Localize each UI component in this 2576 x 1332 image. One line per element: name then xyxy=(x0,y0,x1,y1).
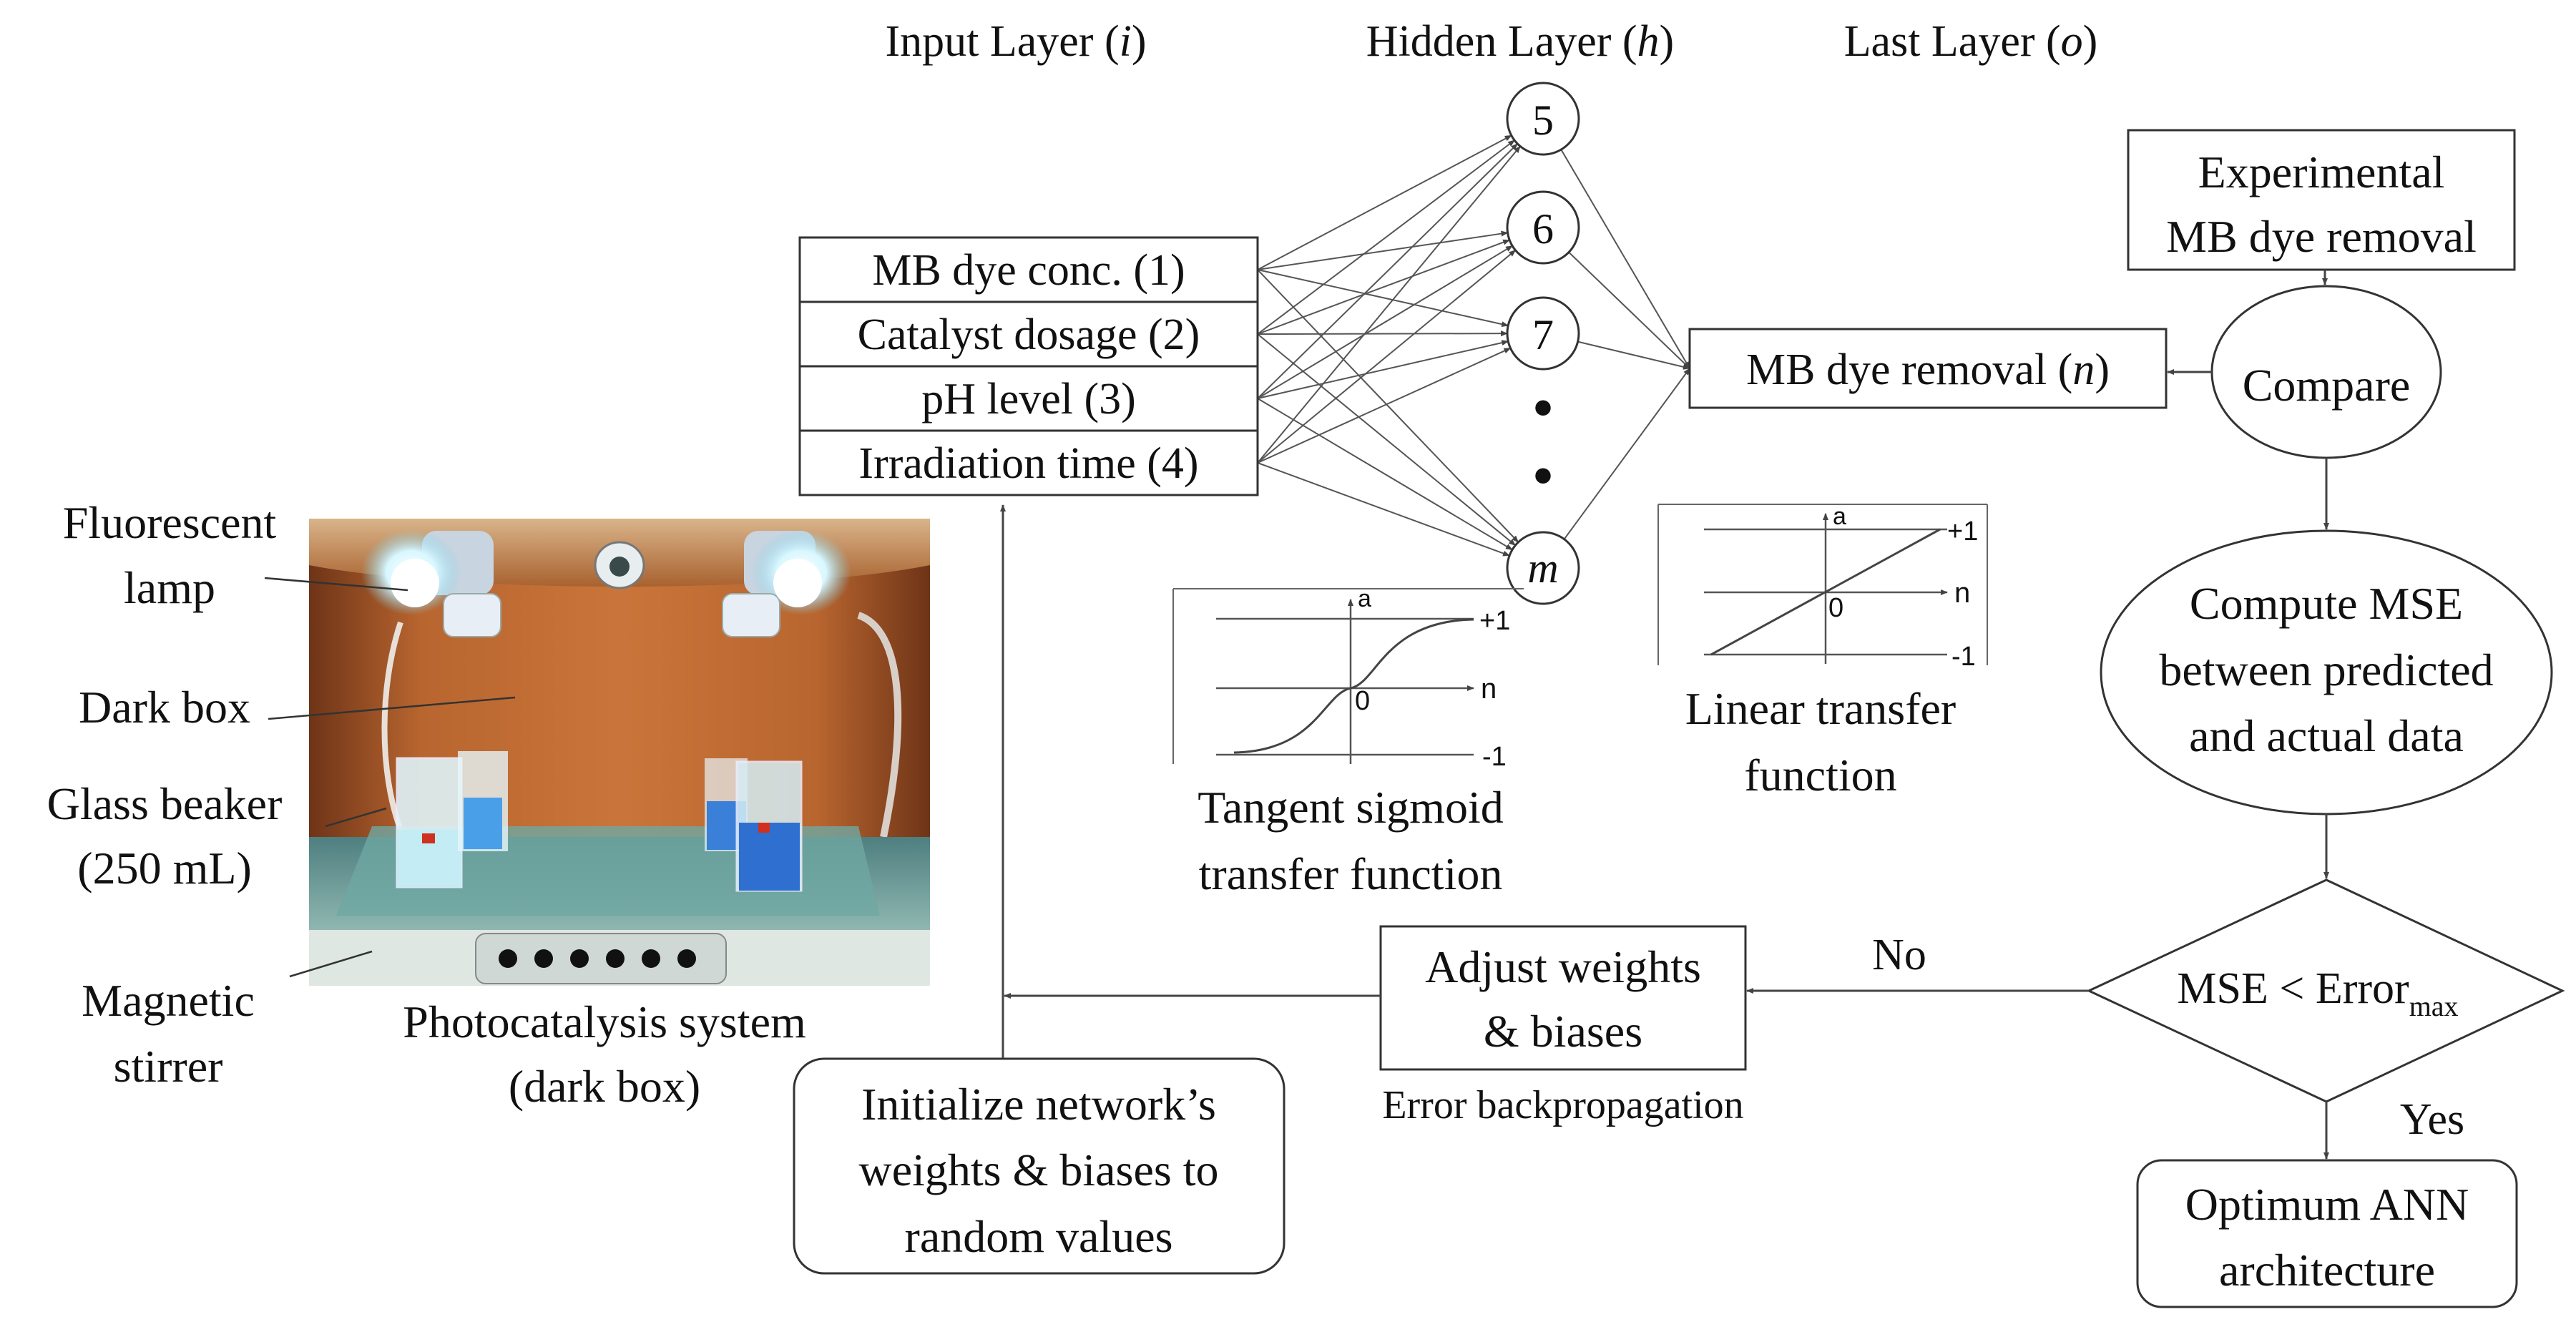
hidden-node-6 xyxy=(1506,190,1580,265)
connection-hidden-3-output xyxy=(1577,341,1690,370)
connection-hidden-1-output xyxy=(1560,149,1690,369)
initialize-box xyxy=(793,1057,1285,1275)
input-layer: MB dye conc. (1) Catalyst dosage (2) pH … xyxy=(798,236,1259,496)
hidden-ellipsis-dot-2: • xyxy=(1532,441,1554,511)
connection-input-2-hidden-2 xyxy=(1257,239,1511,335)
hidden-node-5-label: 5 xyxy=(1532,97,1554,144)
optimum-box xyxy=(2136,1159,2518,1308)
hidden-layer-title: Hidden Layer (h) xyxy=(1366,17,1674,66)
connection-input-3-hidden-1 xyxy=(1257,143,1519,399)
input-label-4: Irradiation time (4) xyxy=(858,439,1198,488)
beaker-label-2: (250 mL) xyxy=(77,843,252,893)
photocatalysis-photo xyxy=(309,519,930,986)
linear-zero: 0 xyxy=(1828,593,1843,623)
experimental-label-2: MB dye removal xyxy=(2166,211,2477,262)
hidden-node-7 xyxy=(1506,296,1580,371)
input-label-2: Catalyst dosage (2) xyxy=(858,310,1200,359)
connection-input-1-hidden-1 xyxy=(1257,134,1512,270)
stirrer-label-2: stirrer xyxy=(114,1041,223,1092)
adjust-label-2: & biases xyxy=(1484,1006,1642,1057)
hidden-node-6-label: 6 xyxy=(1532,205,1554,253)
beaker-right-icon xyxy=(705,758,803,892)
beaker-left-icon xyxy=(396,751,508,888)
connection-input-4-hidden-4 xyxy=(1257,462,1511,557)
input-box-3 xyxy=(798,365,1259,432)
last-layer-title: Last Layer (o) xyxy=(1844,17,2098,66)
connection-input-3-hidden-2 xyxy=(1257,245,1513,399)
tansig-caption-2: transfer function xyxy=(1199,848,1503,899)
linear-plus-one: +1 xyxy=(1947,516,1978,547)
stirrer-label-1: Magnetic xyxy=(82,975,255,1026)
adjust-label-1: Adjust weights xyxy=(1425,941,1701,992)
hidden-node-m-label: m xyxy=(1527,544,1558,592)
photo-caption-1: Photocatalysis system xyxy=(403,996,806,1047)
decision-label: MSE < Errormax xyxy=(2177,964,2458,1022)
experimental-box xyxy=(2127,129,2516,271)
connection-input-1-hidden-3 xyxy=(1257,269,1509,328)
linear-caption-2: function xyxy=(1744,750,1896,800)
lamp-label-1: Fluorescent xyxy=(63,497,277,548)
connection-input-2-hidden-4 xyxy=(1257,333,1517,547)
lamp-left-icon xyxy=(361,529,501,637)
backprop-label: Error backpropagation xyxy=(1382,1083,1743,1127)
optimum-label-1: Optimum ANN xyxy=(2185,1179,2469,1230)
connection-input-2-hidden-3 xyxy=(1257,330,1509,337)
experimental-label-1: Experimental xyxy=(2198,147,2445,197)
linear-caption-1: Linear transfer xyxy=(1685,683,1956,734)
tansig-minus-one: -1 xyxy=(1482,742,1507,772)
hidden-node-5 xyxy=(1506,82,1580,156)
network-connections xyxy=(1257,134,1690,557)
compute-mse-label-2: between predicted xyxy=(2159,645,2493,695)
optimum-label-2: architecture xyxy=(2219,1245,2435,1296)
linear-graph: a n 0 +1 -1 Linear transfer function xyxy=(1657,503,1988,800)
tansig-caption-1: Tangent sigmoid xyxy=(1198,782,1503,833)
tansig-axis-n: n xyxy=(1481,673,1497,705)
output-label: MB dye removal (n) xyxy=(1746,346,2110,394)
connection-hidden-2-output xyxy=(1568,251,1690,369)
connection-input-3-hidden-4 xyxy=(1257,398,1513,551)
connection-input-1-hidden-2 xyxy=(1257,230,1509,270)
hidden-ellipsis-dot-1: • xyxy=(1532,373,1554,444)
connection-input-3-hidden-3 xyxy=(1257,340,1509,399)
connection-input-4-hidden-1 xyxy=(1257,145,1521,464)
input-label-3: pH level (3) xyxy=(921,375,1136,423)
tansig-graph: a n 0 +1 -1 Tangent sigmoid transfer fun… xyxy=(1172,585,1524,899)
hidden-node-7-label: 7 xyxy=(1532,311,1554,358)
tansig-axis-a: a xyxy=(1358,585,1371,612)
input-label-1: MB dye conc. (1) xyxy=(872,246,1185,295)
hidden-layer: 5 6 7 • • m xyxy=(1506,82,1580,605)
lamp-label-2: lamp xyxy=(124,562,215,613)
initialize-label-3: random values xyxy=(905,1211,1173,1262)
beaker-label-1: Glass beaker xyxy=(47,778,283,829)
linear-axis-n: n xyxy=(1954,577,1970,609)
dark-box-label: Dark box xyxy=(79,682,250,733)
output-box xyxy=(1688,328,2168,409)
hidden-node-m xyxy=(1506,531,1580,605)
connection-input-4-hidden-3 xyxy=(1257,347,1512,464)
linear-axis-a: a xyxy=(1833,503,1846,530)
compute-mse-label-1: Compute MSE xyxy=(2190,578,2463,629)
compare-label: Compare xyxy=(2243,360,2411,411)
tansig-zero: 0 xyxy=(1355,686,1370,716)
lamp-right-icon xyxy=(722,529,851,637)
input-box-4 xyxy=(798,429,1259,496)
linear-minus-one: -1 xyxy=(1951,642,1976,672)
input-box-2 xyxy=(798,300,1259,368)
input-layer-title: Input Layer (i) xyxy=(886,17,1147,66)
initialize-label-1: Initialize network’s xyxy=(861,1079,1216,1130)
no-label: No xyxy=(1872,931,1926,979)
connection-input-4-hidden-2 xyxy=(1257,250,1517,464)
initialize-label-2: weights & biases to xyxy=(858,1145,1218,1195)
tansig-plus-one: +1 xyxy=(1479,606,1510,636)
compute-mse-label-3: and actual data xyxy=(2189,710,2464,761)
photo-caption-2: (dark box) xyxy=(509,1061,700,1112)
connection-hidden-4-output xyxy=(1563,368,1690,540)
adjust-box xyxy=(1379,925,1747,1071)
yes-label: Yes xyxy=(2400,1095,2464,1144)
connection-input-2-hidden-1 xyxy=(1257,139,1515,335)
connection-input-1-hidden-4 xyxy=(1257,269,1519,543)
